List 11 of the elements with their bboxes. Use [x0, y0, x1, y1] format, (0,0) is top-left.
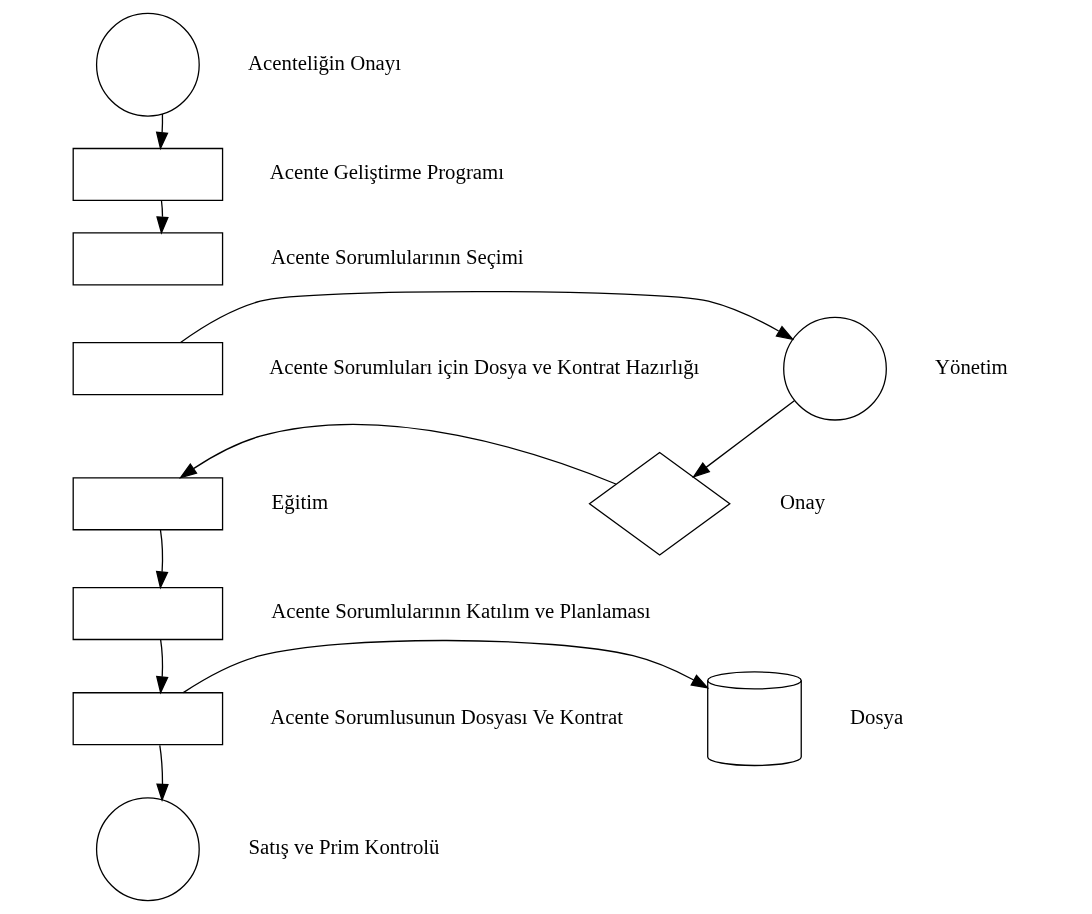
node-label: Dosya	[850, 704, 904, 728]
node-label: Acente Sorumlularının Seçimi	[270, 244, 524, 268]
node-label: Acenteliğin Onayı	[248, 50, 401, 74]
node-label: Acente Sorumluları için Dosya ve Kontrat Hazırlığı	[269, 354, 700, 378]
node-label: Satış ve Prim Kontrolü	[248, 835, 440, 859]
node-label: Acente Sorumlularının Katılım ve Planlaması	[271, 599, 651, 623]
node-label: Acente Geliştirme Programı	[269, 160, 504, 184]
node-label: Yönetim	[935, 354, 1008, 378]
node-label: Acente Sorumlusunun Dosyası Ve Kontrat	[270, 704, 623, 728]
node-label: Onay	[780, 489, 826, 513]
node-label: Eğitim	[271, 489, 329, 513]
